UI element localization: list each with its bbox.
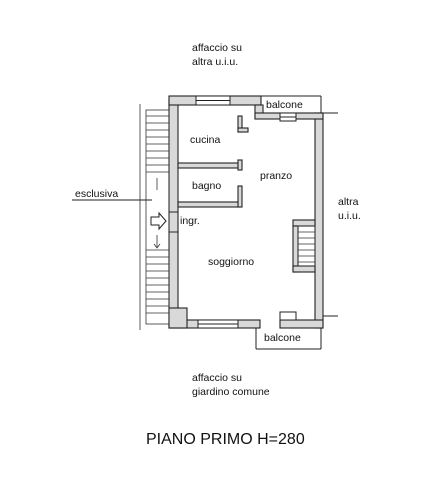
south-facing-line1: affaccio su	[192, 372, 242, 384]
interior-walls	[169, 115, 316, 273]
balcony-top	[261, 95, 338, 122]
entry-arrow-icon	[150, 211, 167, 231]
ingr-label: ingr.	[180, 215, 200, 227]
balcony-top-label: balcone	[266, 99, 303, 111]
south-facing-line2: giardino comune	[192, 386, 270, 398]
plan-title: PIANO PRIMO H=280	[146, 431, 305, 448]
exclusive-stair	[139, 104, 170, 330]
outer-walls	[168, 95, 324, 329]
bagno-label: bagno	[192, 180, 221, 192]
balcony-bottom-label: balcone	[264, 332, 301, 344]
altra-uiu-line2: u.i.u.	[338, 210, 361, 222]
soggiorno-label: soggiorno	[208, 256, 254, 268]
cucina-label: cucina	[190, 134, 221, 146]
esclusiva-label: esclusiva	[75, 188, 118, 200]
balcony-bottom	[255, 311, 338, 350]
north-facing-line1: affaccio su	[192, 42, 242, 54]
internal-stair	[297, 225, 316, 267]
altra-uiu-line1: altra	[338, 196, 359, 208]
north-facing-line2: altra u.i.u.	[192, 56, 238, 68]
pranzo-label: pranzo	[260, 170, 292, 182]
